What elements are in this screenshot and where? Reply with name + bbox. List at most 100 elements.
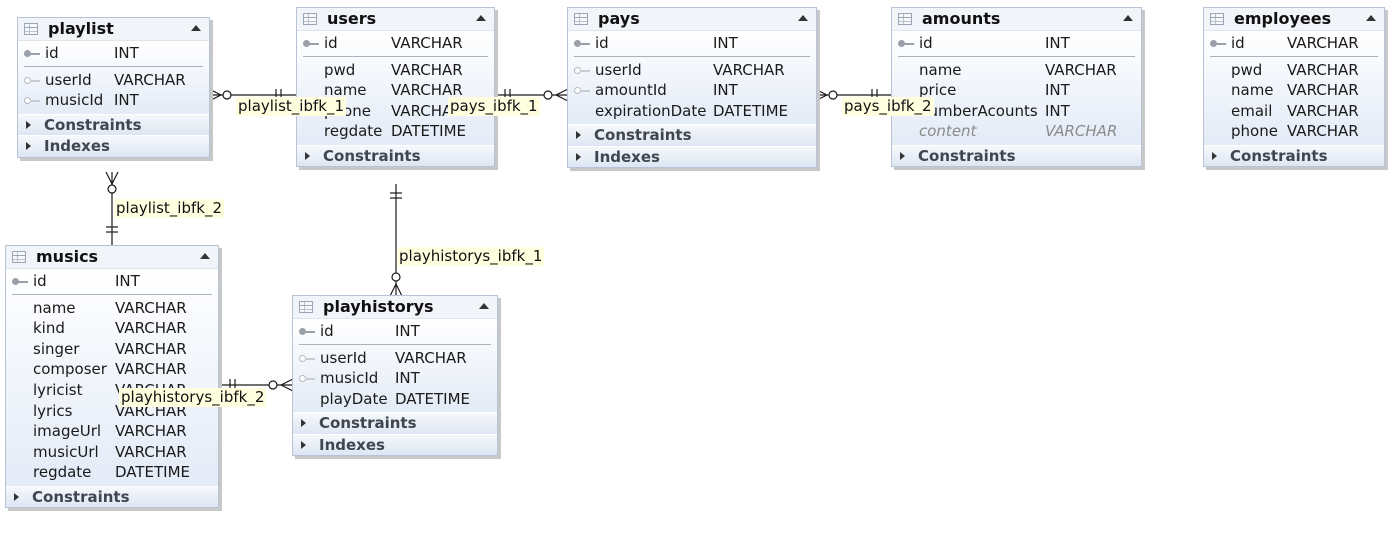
folder-constraints[interactable]: Constraints [892,144,1141,167]
table-icon [12,251,26,263]
collapse-arrow-icon[interactable] [191,25,201,31]
link-playhistorys-users[interactable] [389,184,403,297]
expand-arrow-icon[interactable] [301,440,306,449]
collapse-arrow-icon[interactable] [798,15,808,21]
column-type: VARCHAR [391,60,463,79]
table-header[interactable]: users [297,8,494,31]
column-type: VARCHAR [115,442,187,461]
relationship-label[interactable]: pays_ibfk_2 [842,97,934,116]
column-type: DATETIME [115,463,191,482]
expand-arrow-icon[interactable] [576,131,581,140]
relationship-label[interactable]: playlist_ibfk_2 [114,199,224,218]
folder-constraints[interactable]: Constraints [568,124,816,146]
relationship-label[interactable]: playhistorys_ibfk_2 [119,388,267,407]
expand-arrow-icon[interactable] [1212,151,1217,160]
table-header[interactable]: employees [1204,8,1384,31]
collapse-arrow-icon[interactable] [1123,15,1133,21]
expand-arrow-icon[interactable] [14,492,19,501]
expand-arrow-icon[interactable] [301,419,306,428]
column-name: id [45,44,59,62]
link-playhistorys-musics[interactable] [217,378,294,392]
table-header[interactable]: playhistorys [293,296,497,319]
column-type: VARCHAR [1045,122,1118,141]
relationship-label[interactable]: playhistorys_ibfk_1 [397,247,545,266]
collapse-arrow-icon[interactable] [479,303,489,309]
column-name: amountId [595,81,667,100]
column-type: INT [115,272,140,290]
column-type: VARCHAR [1287,101,1359,120]
expand-arrow-icon[interactable] [26,142,31,151]
folder-constraints[interactable]: Constraints [297,144,494,167]
folder-constraints[interactable]: Constraints [1204,144,1384,167]
expand-arrow-icon[interactable] [576,152,581,161]
collapse-arrow-icon[interactable] [476,15,486,21]
folder-indexes[interactable]: Indexes [293,433,497,456]
link-pays-users[interactable] [493,88,569,102]
table-header[interactable]: pays [568,8,816,31]
relationship-label[interactable]: pays_ibfk_1 [448,97,540,116]
column-type: DATETIME [391,122,467,141]
column-name: lyrics [33,401,73,420]
expand-arrow-icon[interactable] [900,151,905,160]
column-name: userId [595,60,642,79]
table-header[interactable]: musics [6,246,218,269]
link-playlist-users[interactable] [208,88,297,102]
expand-arrow-icon[interactable] [305,151,310,160]
folder-indexes[interactable]: Indexes [18,135,209,157]
expand-arrow-icon[interactable] [26,120,31,129]
foreign-key-icon [574,87,590,95]
folder-constraints[interactable]: Constraints [293,412,497,434]
table-icon [303,13,317,25]
folder-label: Indexes [319,435,385,454]
table-header[interactable]: playlist [18,18,209,41]
collapse-arrow-icon[interactable] [200,253,210,259]
folder-constraints[interactable]: Constraints [6,485,218,508]
folder-constraints[interactable]: Constraints [18,113,209,136]
link-playlist-musics[interactable] [105,171,119,246]
relationship-label[interactable]: playlist_ibfk_1 [236,97,346,116]
table-header[interactable]: amounts [892,8,1141,31]
folder-indexes[interactable]: Indexes [568,145,816,168]
collapse-arrow-icon[interactable] [1366,15,1376,21]
